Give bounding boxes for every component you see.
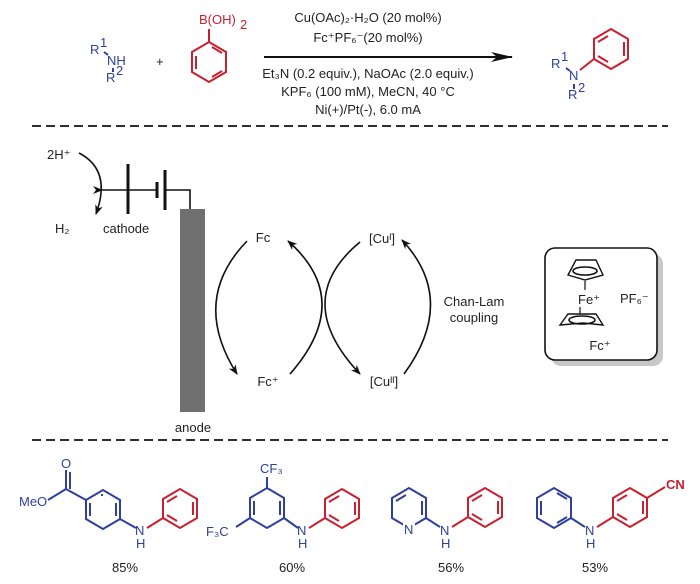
cu-i-label: [Cuᴵ] (369, 231, 395, 246)
condition-base: Et₃N (0.2 equiv.), NaOAc (2.0 equiv.) (262, 66, 473, 81)
pf6-label: PF₆⁻ (620, 291, 649, 306)
ferrocenium-box: Fe⁺ PF₆⁻ Fc⁺ (544, 247, 663, 366)
proton-label: 2H⁺ (47, 147, 70, 162)
cyano-label: CN (666, 477, 685, 492)
ferrocene-cycle: Fc Fc⁺ (214, 230, 323, 389)
cu-ii-label: [Cuᴵᴵ] (370, 374, 398, 389)
plus-sign: + (156, 54, 164, 69)
svg-text:O: O (61, 456, 71, 471)
nh-h: H (136, 536, 145, 551)
r1-label: R (90, 42, 99, 57)
cathode-side: 2H⁺ H₂ cathode (47, 147, 191, 236)
pyridine-n: N (404, 522, 413, 537)
boronic-acid-label: B(OH) (199, 12, 236, 27)
product-n: N (569, 68, 578, 83)
condition-electrodes: Ni(+)/Pt(-), 6.0 mA (315, 102, 421, 117)
iron-label: Fe⁺ (578, 292, 600, 307)
cf3-top-label: CF₃ (260, 461, 283, 476)
methoxy-label: MeO (19, 494, 47, 509)
fc-label: Fc (256, 230, 271, 245)
benzene-ring (191, 40, 227, 84)
r2-label: R (106, 70, 115, 85)
hydrogen-label: H₂ (55, 221, 69, 236)
anode-label: anode (175, 420, 211, 435)
coupling-label: coupling (450, 310, 498, 325)
product-r2-sup: 2 (578, 80, 585, 95)
r1-sup: 1 (100, 35, 107, 50)
phenylboronic-acid: B(OH) 2 (191, 12, 247, 84)
nh-label: NH (107, 53, 126, 68)
reduction-arrow (78, 152, 103, 215)
product-r1-sup: 1 (561, 49, 568, 64)
copper-cycle: [Cuᴵ] [Cuᴵᴵ] Chan-Lam coupling (324, 231, 505, 389)
nh-h: H (441, 536, 450, 551)
amine-reactant: R 1 NH R 2 (90, 35, 126, 85)
reaction-conditions: Cu(OAc)₂·H₂O (20 mol%) Fc⁺PF₆⁻(20 mol%) … (262, 10, 513, 117)
product-r1: R (551, 56, 560, 71)
example-4: N H CN 53% (536, 477, 685, 575)
yield-label: 60% (279, 560, 305, 575)
fc-plus-box-label: Fc⁺ (589, 338, 610, 353)
condition-mediator: Fc⁺PF₆⁻(20 mol%) (313, 30, 422, 45)
r2-sup: 2 (116, 63, 123, 78)
boronic-acid-sub: 2 (240, 17, 247, 32)
cyclopentadienyl-top (566, 259, 604, 281)
yield-label: 85% (112, 560, 138, 575)
nh-h: H (586, 536, 595, 551)
yield-label: 53% (582, 560, 608, 575)
nh-n: N (585, 523, 594, 538)
anode-electrode (180, 209, 205, 412)
nh-n: N (440, 523, 449, 538)
example-1: MeO O N H 85% (19, 456, 198, 575)
nh-n: N (135, 523, 144, 538)
product: R 1 N R 2 (551, 27, 629, 102)
example-2: CF₃ F₃C N H 60% (206, 461, 360, 575)
condition-electrolyte: KPF₆ (100 mM), MeCN, 40 °C (281, 84, 455, 99)
condition-catalyst: Cu(OAc)₂·H₂O (20 mol%) (294, 10, 441, 25)
nh-n: N (297, 523, 306, 538)
nh-h: H (298, 536, 307, 551)
cathode-label: cathode (103, 221, 149, 236)
cf3-left-label: F₃C (206, 524, 229, 539)
fc-plus-label: Fc⁺ (257, 374, 278, 389)
product-r2: R (568, 87, 577, 102)
chan-lam-label: Chan-Lam (444, 294, 505, 309)
yield-label: 56% (438, 560, 464, 575)
example-3: N N H 56% (391, 486, 503, 575)
